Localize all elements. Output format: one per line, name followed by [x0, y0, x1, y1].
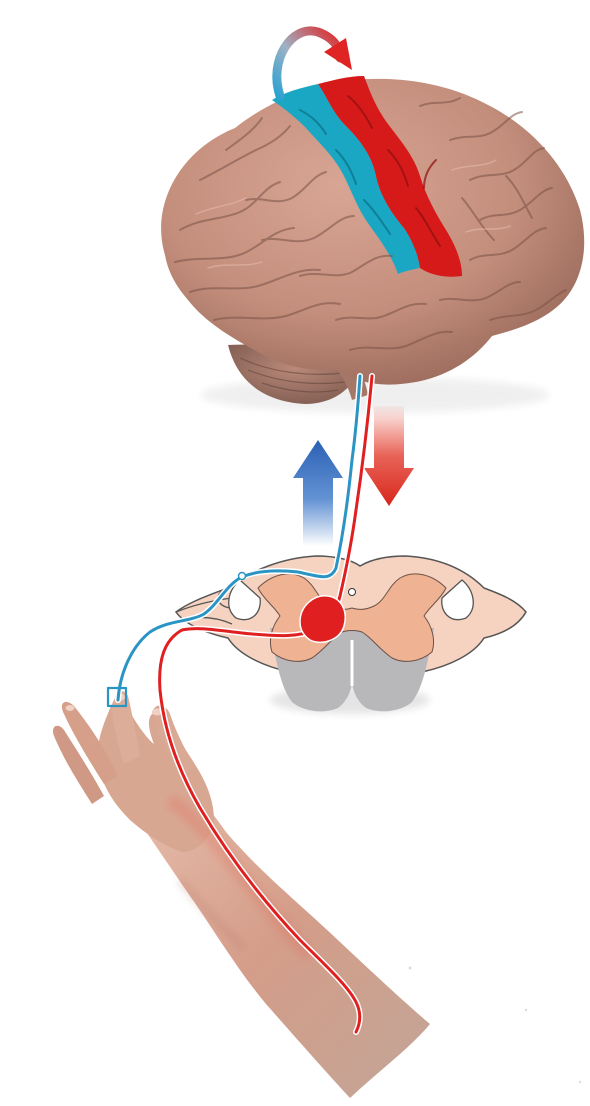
- background-specks: [409, 967, 582, 1084]
- central-canal: [349, 589, 356, 596]
- ascending-arrow-icon: [293, 440, 343, 546]
- brain: [161, 76, 584, 413]
- arm-and-hand: [53, 691, 430, 1098]
- sensory-neuron-cell-body: [239, 573, 246, 580]
- spinal-cord-cross-section: [176, 556, 526, 714]
- descending-arrow-icon: [364, 406, 414, 506]
